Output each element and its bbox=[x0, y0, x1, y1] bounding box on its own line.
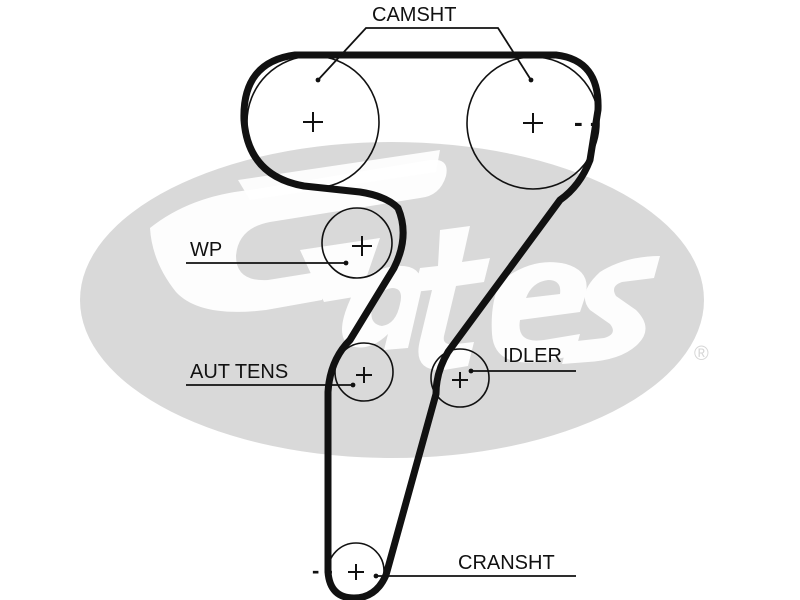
camshaft-label: CAMSHT bbox=[372, 4, 456, 26]
camshaft-left-center-icon bbox=[303, 112, 323, 132]
auto-tensioner-center-icon bbox=[356, 367, 372, 383]
gates-watermark-logo: ® bbox=[80, 142, 709, 458]
water-pump-pulley bbox=[321, 207, 393, 279]
idler-center-icon bbox=[452, 372, 468, 388]
idler-label: IDLER bbox=[503, 345, 562, 367]
crankshaft-direction-mark: - - bbox=[312, 558, 333, 583]
registered-mark: ® bbox=[694, 343, 709, 365]
idler-pulley bbox=[430, 348, 490, 408]
water-pump-label: WP bbox=[190, 239, 222, 261]
water-pump-center-icon bbox=[352, 236, 372, 256]
leader-lines bbox=[186, 27, 576, 579]
crankshaft-center-icon bbox=[348, 564, 364, 580]
camshaft-leader bbox=[317, 27, 532, 81]
camshaft-right-center-icon bbox=[523, 113, 543, 133]
auto-tensioner-pulley bbox=[334, 342, 394, 402]
auto-tensioner-label: AUT TENS bbox=[190, 361, 288, 383]
timing-belt bbox=[240, 51, 602, 600]
pulley-center-marks bbox=[303, 112, 543, 580]
camshaft-direction-mark: - - bbox=[574, 107, 599, 137]
crankshaft-label: CRANSHT bbox=[458, 552, 555, 574]
